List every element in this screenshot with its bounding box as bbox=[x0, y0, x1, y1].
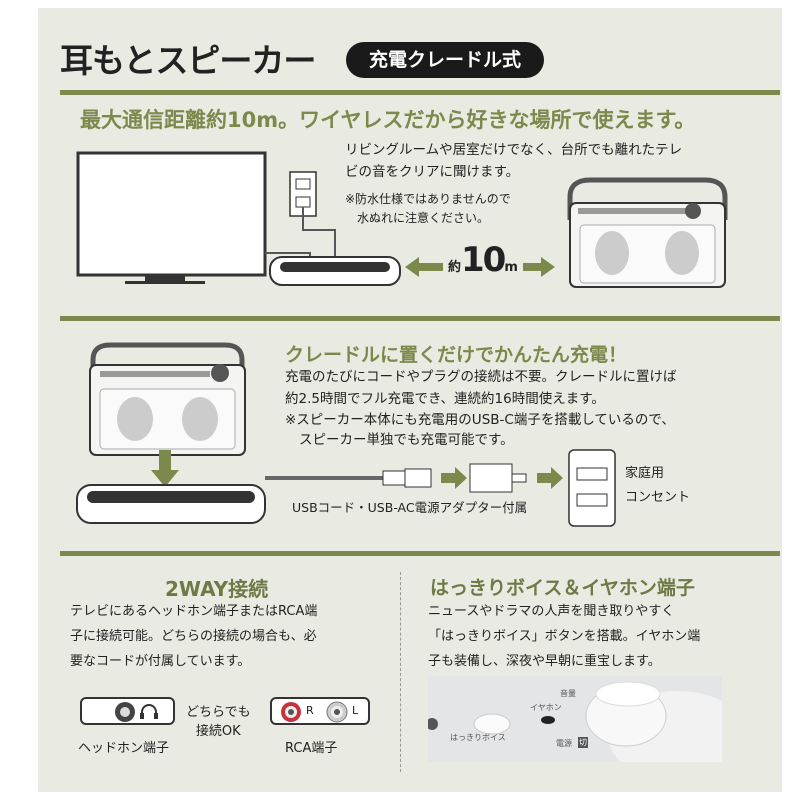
divider bbox=[60, 551, 780, 556]
divider bbox=[60, 316, 780, 321]
section1-text: リビングルームや居室だけでなく、台所でも離れたテレ ビの音をクリアに聞けます。 bbox=[345, 139, 682, 183]
outlet-label-line: コンセント bbox=[625, 490, 691, 505]
text-line: リビングルームや居室だけでなく、台所でも離れたテレ bbox=[345, 142, 683, 158]
section2-heading: クレードルに置くだけでかんたん充電！ bbox=[285, 344, 628, 366]
headphone-label: ヘッドホン端子 bbox=[78, 741, 170, 756]
power-label: 電源 bbox=[556, 739, 572, 748]
earphone-label: イヤホン bbox=[530, 703, 562, 712]
control-panel-photo: はっきりボイス イヤホン 音量 電源 切 bbox=[428, 676, 722, 762]
voice-button-label: はっきりボイス bbox=[450, 733, 506, 742]
section3-right-heading: はっきりボイス＆イヤホン端子 bbox=[430, 577, 695, 599]
distance-value: 10 bbox=[461, 240, 506, 280]
speaker-illustration bbox=[567, 177, 728, 288]
text-line: 約2.5時間でフル充電でき、連続約16時間使えます。 bbox=[285, 391, 605, 407]
text-line: 子も装備し、深夜や早朝に重宝します。 bbox=[428, 654, 661, 669]
section3-right-text: ニュースやドラマの人声を聞き取りやすく 「はっきりボイス」ボタンを搭載。イヤホン… bbox=[428, 599, 700, 674]
control-panel-illustration bbox=[428, 676, 722, 762]
distance-arrows bbox=[405, 257, 555, 277]
volume-label: 音量 bbox=[560, 689, 576, 698]
section3-left-text: テレビにあるヘッドホン端子またはRCA端 子に接続可能。どちらの接続の場合も、必… bbox=[70, 599, 317, 674]
distance-label: 約10m bbox=[448, 240, 518, 280]
text-line: 要なコードが付属しています。 bbox=[70, 654, 251, 669]
rca-white-jack-icon bbox=[326, 701, 348, 723]
section2-note: ※スピーカー本体にも充電用のUSB-C端子を搭載しているので、 スピーカー単独で… bbox=[285, 410, 675, 450]
text-line: ビの音をクリアに聞けます。 bbox=[345, 164, 520, 180]
section1-note: ※防水仕様ではありませんので 水ぬれに注意ください。 bbox=[345, 190, 511, 228]
text-line: ニュースやドラマの人声を聞き取りやすく bbox=[428, 604, 675, 619]
tv-illustration bbox=[76, 151, 401, 286]
accessory-caption: USBコード・USB-AC電源アダプター付属 bbox=[292, 500, 528, 515]
either-ok-label: どちらでも 接続OK bbox=[186, 703, 251, 741]
rca-r-label: R bbox=[306, 704, 314, 717]
headphone-jack-icon bbox=[115, 702, 158, 722]
distance-prefix: 約 bbox=[448, 260, 462, 275]
power-off-label: 切 bbox=[578, 737, 588, 748]
text-line: 子に接続可能。どちらの接続の場合も、必 bbox=[70, 629, 317, 644]
text-line: テレビにあるヘッドホン端子またはRCA端 bbox=[70, 604, 318, 619]
column-divider bbox=[400, 572, 401, 772]
outlet-label-line: 家庭用 bbox=[625, 466, 665, 481]
cradle-type-badge: 充電クレードル式 bbox=[346, 42, 544, 78]
section2-text: 充電のたびにコードやプラグの接続は不要。クレードルに置けば 約2.5時間でフル充… bbox=[285, 366, 677, 410]
distance-unit: m bbox=[504, 260, 518, 275]
text-line: 「はっきりボイス」ボタンを搭載。イヤホン端 bbox=[428, 629, 701, 644]
note-line: ※防水仕様ではありませんので bbox=[345, 192, 511, 206]
rca-red-jack-icon bbox=[281, 702, 301, 722]
rca-label: RCA端子 bbox=[285, 741, 338, 756]
headphone-port bbox=[80, 697, 175, 725]
either-ok-line: 接続OK bbox=[195, 724, 241, 739]
speaker-on-cradle-illustration bbox=[76, 342, 266, 524]
either-ok-line: どちらでも bbox=[186, 705, 251, 720]
usb-charging-illustration bbox=[265, 449, 616, 527]
rca-l-label: L bbox=[352, 704, 359, 717]
note-line: スピーカー単独でも充電可能です。 bbox=[299, 432, 514, 448]
divider bbox=[60, 90, 780, 95]
rca-port: R L bbox=[270, 697, 370, 725]
text-line: 充電のたびにコードやプラグの接続は不要。クレードルに置けば bbox=[285, 369, 677, 385]
note-line: ※スピーカー本体にも充電用のUSB-C端子を搭載しているので、 bbox=[285, 412, 675, 428]
page-title: 耳もとスピーカー bbox=[60, 41, 316, 80]
note-line: 水ぬれに注意ください。 bbox=[357, 211, 490, 225]
outlet-label: 家庭用 コンセント bbox=[625, 462, 690, 510]
section1-heading: 最大通信距離約10m。ワイヤレスだから好きな場所で使えます。 bbox=[80, 108, 696, 132]
section3-left-heading: 2WAY接続 bbox=[165, 577, 269, 601]
